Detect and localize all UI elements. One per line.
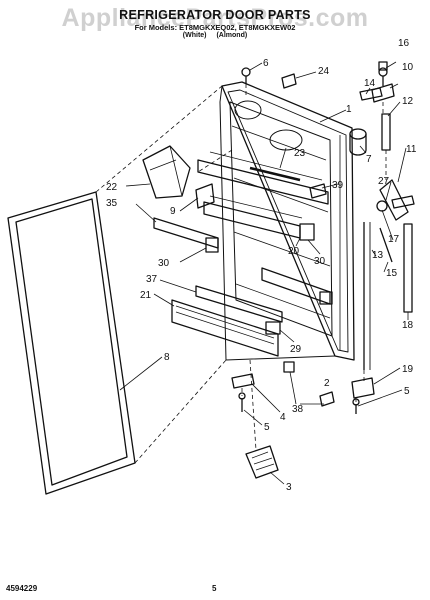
callout-19: 19 xyxy=(402,364,414,375)
hinge-pin-6 xyxy=(241,67,251,84)
callout-15: 15 xyxy=(386,268,398,279)
callout-16: 16 xyxy=(398,38,410,49)
shelf-cap-lower-right xyxy=(319,291,333,305)
callout-22: 22 xyxy=(106,182,118,193)
projection-lines xyxy=(95,84,387,464)
callout-37: 37 xyxy=(146,274,158,285)
callout-labels: 6 24 1 7 16 10 14 12 11 23 39 27 17 13 1… xyxy=(106,38,417,493)
callout-5-right: 5 xyxy=(404,386,410,397)
upper-door-shelf xyxy=(197,151,329,205)
bottom-hinge-19 xyxy=(351,377,375,399)
callout-11: 11 xyxy=(406,144,417,155)
diagram-title: REFRIGERATOR DOOR PARTS xyxy=(119,8,311,22)
door-hinge-pin-16 xyxy=(378,61,388,71)
screw-5-left xyxy=(238,392,246,412)
callout-7: 7 xyxy=(366,154,372,165)
handle-screw-14 xyxy=(359,87,383,101)
handle-cap-7 xyxy=(349,128,367,156)
callout-4: 4 xyxy=(280,412,286,423)
callout-21: 21 xyxy=(140,290,152,301)
hinge-bushing-24 xyxy=(281,73,297,89)
leader-lines xyxy=(119,61,409,485)
callout-30-right: 30 xyxy=(314,256,326,267)
page-number: 5 xyxy=(212,584,217,593)
callout-13: 13 xyxy=(372,250,384,261)
callout-2: 2 xyxy=(324,378,330,389)
handle-trim-18 xyxy=(403,223,413,313)
callout-12: 12 xyxy=(402,96,414,107)
door-liner xyxy=(229,100,333,337)
kick-plate xyxy=(245,445,279,479)
dairy-compartment-door xyxy=(142,145,191,199)
door-stop-2 xyxy=(319,391,335,407)
callout-24: 24 xyxy=(318,66,330,77)
color-almond-label: (Almond) xyxy=(216,32,248,39)
callout-39: 39 xyxy=(332,180,344,191)
door-panel xyxy=(219,81,355,361)
callout-6: 6 xyxy=(263,58,269,69)
color-variants: (White) (Almond) xyxy=(0,32,430,39)
door-bumper-38 xyxy=(283,361,295,373)
shelf-end-cap-left xyxy=(205,237,219,253)
shelf-cap-29 xyxy=(265,321,281,335)
model-line: For Models: ET8MGKXEQ02, ET8MGKXEW02 xyxy=(134,23,296,32)
callout-9: 9 xyxy=(170,206,176,217)
callout-29: 29 xyxy=(290,344,302,355)
callout-30-left: 30 xyxy=(158,258,170,269)
callout-1: 1 xyxy=(346,104,352,115)
callout-18: 18 xyxy=(402,320,414,331)
document-number: 4594229 xyxy=(6,584,38,593)
shelf-rail-lower xyxy=(195,285,283,323)
callout-35: 35 xyxy=(106,198,118,209)
dairy-bracket xyxy=(195,183,215,209)
callout-27: 27 xyxy=(378,176,390,187)
callout-38: 38 xyxy=(292,404,304,415)
callout-23: 23 xyxy=(294,148,306,159)
shelf-stop-39 xyxy=(309,183,327,199)
shelf-rail-upper xyxy=(153,217,219,249)
color-white-label: (White) xyxy=(182,32,207,39)
callout-20: 20 xyxy=(288,246,300,257)
bottom-hinge-4 xyxy=(231,373,255,389)
callout-3: 3 xyxy=(286,482,292,493)
handle-rod-15 xyxy=(379,227,393,263)
bottom-shelf-rail xyxy=(171,299,279,357)
shelf-end-cap-right xyxy=(299,223,315,241)
callout-8: 8 xyxy=(164,352,170,363)
callout-17: 17 xyxy=(388,234,400,245)
callout-5-left: 5 xyxy=(264,422,270,433)
door-gasket xyxy=(7,191,136,495)
handle-rod-12 xyxy=(381,113,391,151)
callout-10: 10 xyxy=(402,62,414,73)
callout-14: 14 xyxy=(364,78,376,89)
